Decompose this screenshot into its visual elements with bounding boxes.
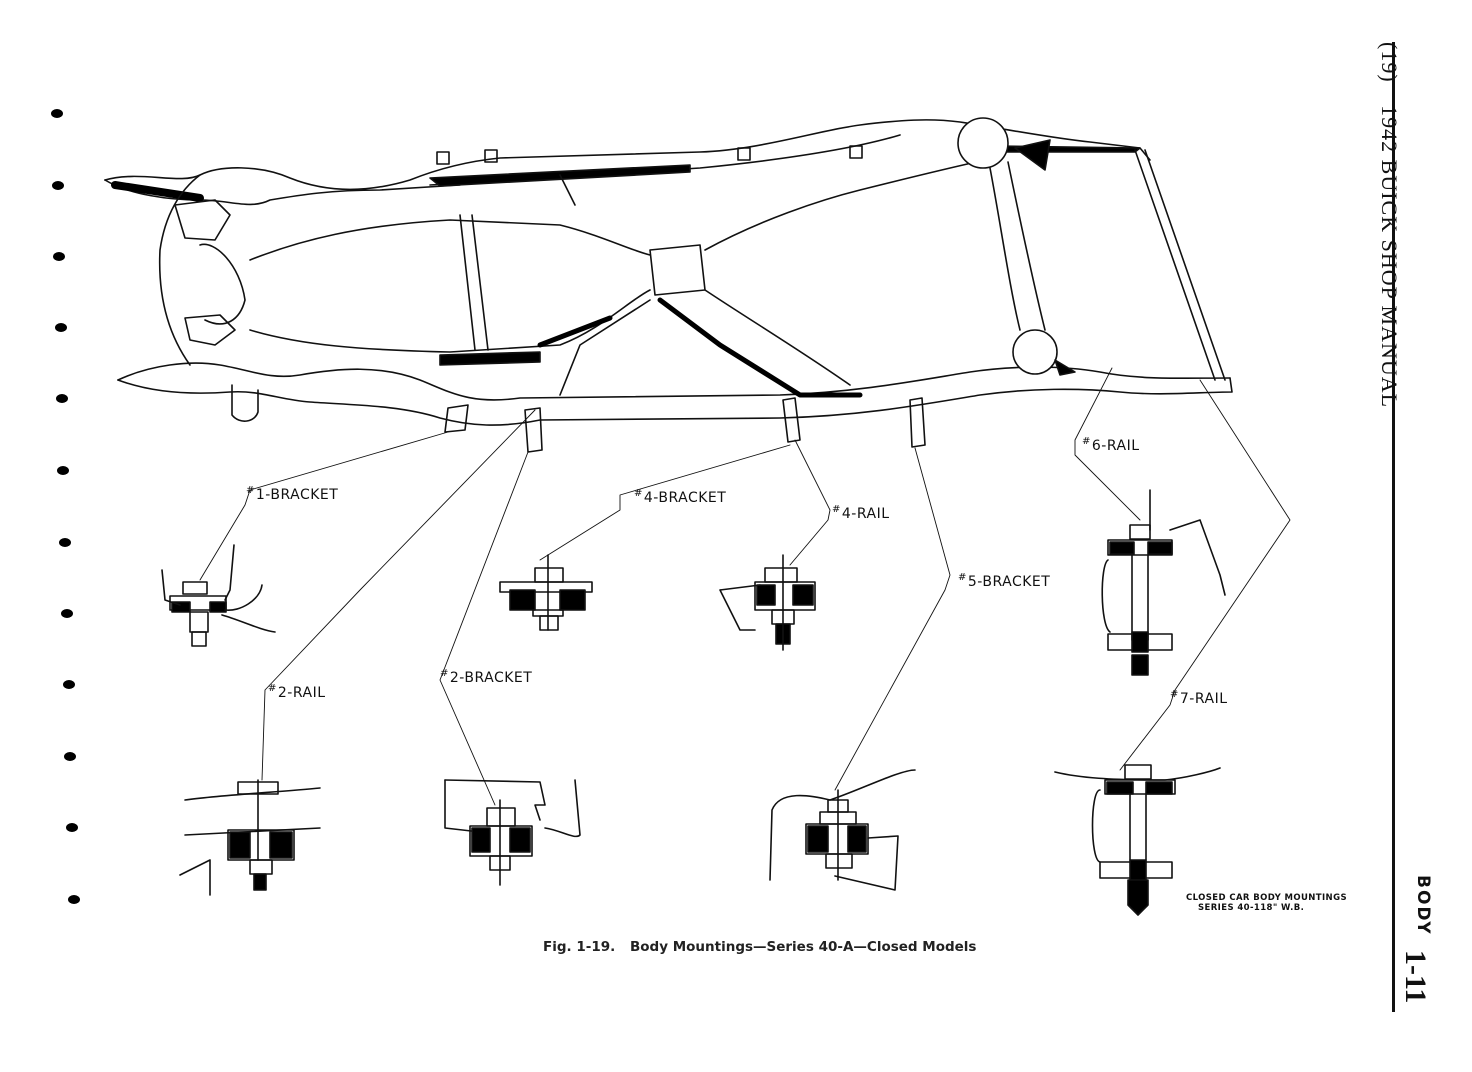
punch-hole	[57, 466, 69, 475]
callout-5-bracket: #5-BRACKET	[958, 572, 1051, 590]
figure-caption-text: Body Mountings—Series 40-A—Closed Models	[629, 939, 977, 955]
callout-7-rail: #7-RAIL	[1170, 689, 1228, 707]
punch-hole	[66, 823, 78, 832]
callout-1-bracket: #1-BRACKET	[246, 485, 339, 503]
callout-2-rail: #2-RAIL	[268, 683, 326, 701]
detail-1-bracket	[161, 544, 276, 647]
detail-2-bracket	[444, 779, 581, 886]
detail-5-bracket	[769, 769, 916, 891]
punch-hole	[63, 680, 75, 689]
figure-note: CLOSED CAR BODY MOUNTINGS SERIES 40-118"…	[1186, 893, 1347, 913]
leader-lines	[199, 367, 1291, 806]
callout-4-rail: #4-RAIL	[832, 504, 890, 522]
callout-4-bracket: #4-BRACKET	[634, 488, 727, 506]
detail-4-bracket	[499, 554, 593, 631]
punch-hole	[51, 109, 63, 118]
punch-hole	[68, 895, 80, 904]
detail-2-rail	[179, 779, 321, 896]
punch-hole	[61, 609, 73, 618]
detail-4-rail	[719, 554, 816, 651]
punch-hole	[55, 323, 67, 332]
side-rule	[1392, 42, 1395, 1012]
figure-number: Fig. 1-19.	[543, 939, 616, 955]
punch-hole	[59, 538, 71, 547]
punch-hole	[53, 252, 65, 261]
detail-7-rail	[1054, 764, 1221, 916]
figure-caption: Fig. 1-19. Body Mountings—Series 40-A—Cl…	[543, 939, 976, 955]
detail-6-rail	[1101, 489, 1226, 676]
note-line-1: CLOSED CAR BODY MOUNTINGS	[1186, 893, 1347, 903]
punch-hole	[56, 394, 68, 403]
callout-2-bracket: #2-BRACKET	[440, 668, 533, 686]
punch-hole	[64, 752, 76, 761]
note-line-2: SERIES 40-118" W.B.	[1198, 903, 1305, 913]
chassis-frame	[104, 117, 1233, 453]
callout-6-rail: #6-RAIL	[1082, 436, 1140, 454]
punch-hole	[52, 181, 64, 190]
